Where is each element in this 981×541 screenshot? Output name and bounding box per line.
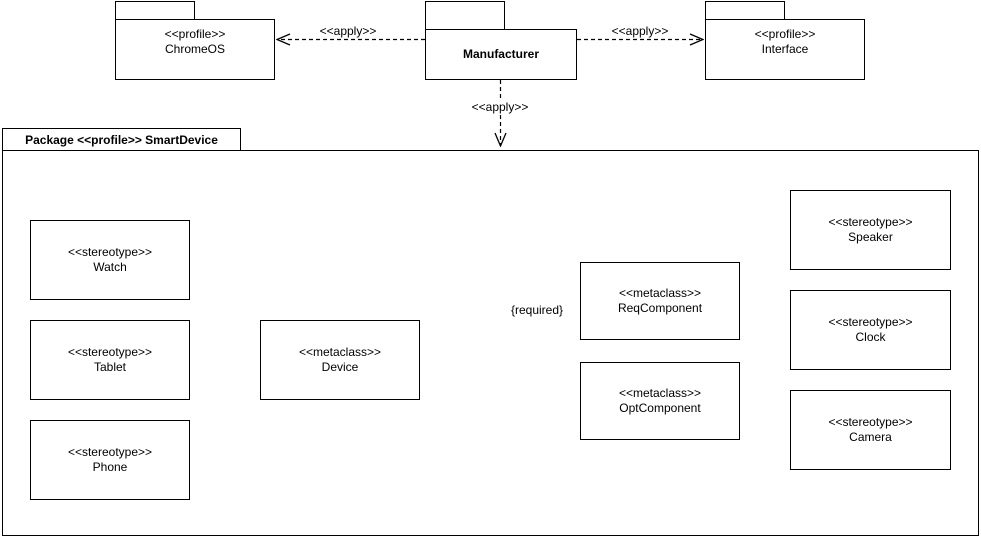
- node-name: Speaker: [848, 230, 893, 244]
- node-name: Device: [321, 360, 359, 374]
- node-stereotype: <<metaclass>>: [618, 286, 702, 300]
- node-name: Tablet: [93, 360, 127, 374]
- edge-label-required-constraint: {required}: [508, 303, 566, 317]
- node-optcomponent[interactable]: <<metaclass>> OptComponent: [580, 362, 740, 440]
- node-phone[interactable]: <<stereotype>> Phone: [30, 420, 190, 500]
- node-stereotype: <<stereotype>>: [67, 245, 153, 259]
- node-clock[interactable]: <<stereotype>> Clock: [790, 290, 951, 370]
- package-name: ChromeOS: [164, 42, 226, 56]
- edge-label-apply-smartdevice: <<apply>>: [469, 100, 531, 114]
- node-stereotype: <<stereotype>>: [828, 415, 913, 429]
- node-tablet[interactable]: <<stereotype>> Tablet: [30, 320, 190, 400]
- node-name: ReqComponent: [617, 301, 703, 315]
- node-speaker[interactable]: <<stereotype>> Speaker: [790, 190, 951, 270]
- package-chromeos[interactable]: <<profile>> ChromeOS: [115, 19, 275, 80]
- package-manufacturer-tab[interactable]: [425, 1, 505, 30]
- node-stereotype: <<stereotype>>: [828, 315, 913, 329]
- edge-label-apply-interface: <<apply>>: [609, 24, 671, 38]
- package-name: Interface: [761, 42, 809, 56]
- package-name: Manufacturer: [462, 47, 539, 61]
- node-reqcomponent[interactable]: <<metaclass>> ReqComponent: [580, 262, 740, 340]
- package-stereotype: <<profile>>: [754, 27, 816, 41]
- node-name: Watch: [93, 260, 127, 274]
- node-camera[interactable]: <<stereotype>> Camera: [790, 390, 951, 470]
- package-interface[interactable]: <<profile>> Interface: [705, 19, 865, 80]
- node-name: OptComponent: [619, 401, 701, 415]
- node-watch[interactable]: <<stereotype>> Watch: [30, 220, 190, 300]
- package-interface-tab[interactable]: [705, 1, 785, 20]
- node-stereotype: <<stereotype>>: [67, 445, 153, 459]
- node-stereotype: <<metaclass>>: [618, 386, 702, 400]
- node-stereotype: <<stereotype>>: [67, 345, 153, 359]
- node-name: Phone: [92, 460, 128, 474]
- package-chromeos-tab[interactable]: [115, 1, 195, 20]
- package-manufacturer[interactable]: Manufacturer: [425, 29, 577, 80]
- edge-label-apply-chromeos: <<apply>>: [317, 24, 379, 38]
- package-stereotype: <<profile>>: [164, 27, 226, 41]
- node-name: Clock: [855, 330, 886, 344]
- node-device[interactable]: <<metaclass>> Device: [260, 320, 420, 400]
- node-stereotype: <<metaclass>>: [298, 345, 382, 359]
- node-name: Camera: [849, 430, 892, 444]
- package-smartdevice-tab[interactable]: Package <<profile>> SmartDevice: [2, 128, 241, 151]
- node-stereotype: <<stereotype>>: [828, 215, 913, 229]
- package-label: Package <<profile>> SmartDevice: [25, 132, 218, 147]
